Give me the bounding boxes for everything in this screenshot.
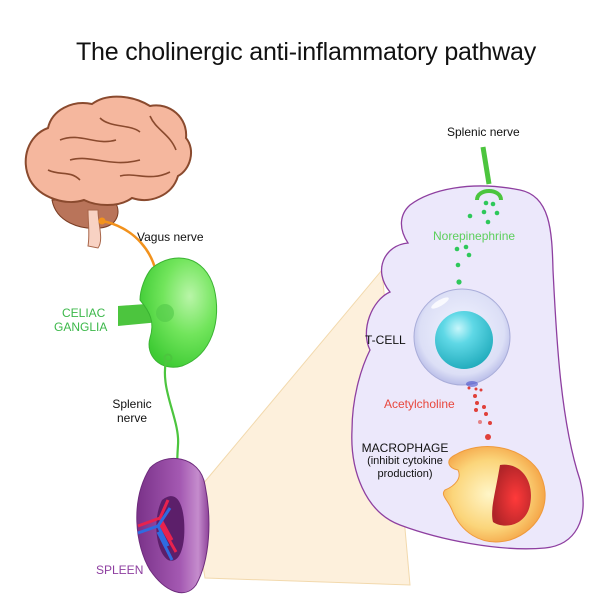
t-cell-label: T-CELL bbox=[365, 333, 406, 347]
celiac-ganglion bbox=[118, 257, 218, 368]
macrophage-note-line1: (inhibit cytokine bbox=[367, 455, 443, 467]
brain-folds bbox=[47, 115, 177, 181]
celiac-ganglia-label-line1: CELIAC bbox=[62, 306, 106, 320]
norepinephrine-dots bbox=[454, 200, 500, 285]
acetylcholine-label: Acetylcholine bbox=[384, 397, 455, 411]
splenic-nerve-right-line bbox=[480, 146, 492, 185]
splenic-nerve-right-label: Splenic nerve bbox=[447, 125, 520, 139]
spleen-illustration bbox=[136, 457, 210, 594]
splenic-nerve-right-terminal bbox=[475, 189, 503, 201]
spleen-label: SPLEEN bbox=[96, 563, 144, 577]
macrophage-illustration bbox=[442, 446, 546, 543]
vagus-nerve-label: Vagus nerve bbox=[137, 230, 204, 244]
splenic-nerve-origin bbox=[163, 353, 173, 363]
macrophage-note-line2: production) bbox=[377, 468, 433, 480]
cerebrum bbox=[24, 95, 193, 206]
acetylcholine-dots bbox=[467, 386, 492, 440]
celiac-ganglia-label-line2: GANGLIA bbox=[54, 320, 108, 334]
splenic-nerve-left-label-line1: Splenic bbox=[112, 397, 152, 411]
norepinephrine-label: Norepinephrine bbox=[433, 229, 516, 243]
macrophage-label: MACROPHAGE bbox=[361, 441, 449, 455]
splenic-nerve-left-label-line2: nerve bbox=[116, 411, 148, 425]
page-title: The cholinergic anti-inflammatory pathwa… bbox=[75, 38, 537, 66]
brain-illustration bbox=[24, 95, 193, 249]
brainstem bbox=[87, 209, 102, 249]
t-cell-illustration bbox=[413, 288, 511, 387]
